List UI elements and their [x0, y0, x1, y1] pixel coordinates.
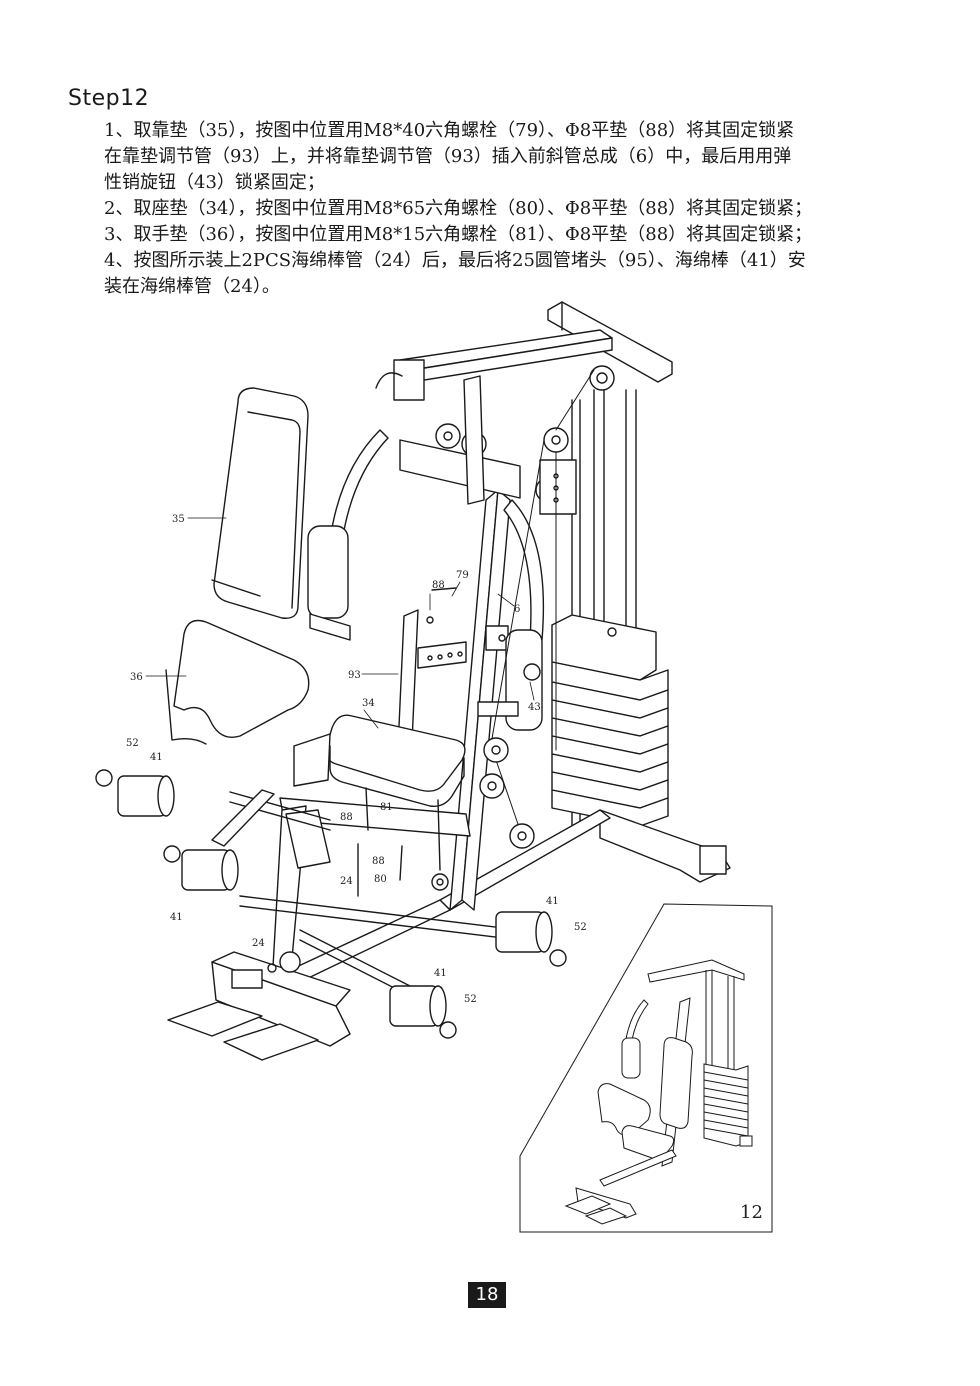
callout-80: 80: [374, 874, 387, 885]
weight-tower: [551, 389, 669, 831]
instruction-4-line-1: 4、按图所示装上2PCS海绵棒管（24）后，最后将25圆管堵头（95）、海绵棒（…: [104, 250, 806, 271]
base-frame-right: [439, 809, 731, 911]
callout-35: 35: [172, 514, 185, 525]
instruction-4-line-2: 装在海绵棒管（24）。: [104, 276, 280, 297]
callout-52-right: 52: [574, 922, 587, 933]
callout-93: 93: [348, 670, 361, 681]
top-frame: [375, 301, 673, 401]
callout-43: 43: [528, 702, 541, 713]
callout-36: 36: [130, 672, 143, 683]
lower-pulleys: [431, 737, 535, 891]
leader-lines: [145, 517, 535, 729]
callout-88-low: 88: [372, 856, 385, 867]
callout-41-left-top: 41: [150, 752, 163, 763]
callout-88-top: 88: [432, 580, 445, 591]
instruction-2-line-1: 2、取座垫（34），按图中位置用M8*65六角螺栓（80）、Φ8平垫（88）将其…: [104, 198, 813, 219]
callout-6: 6: [514, 604, 520, 615]
back-pad-adjust-tube: [397, 587, 467, 749]
instruction-1-line-3: 性销旋钮（43）锁紧固定；: [104, 172, 325, 193]
callout-81: 81: [380, 802, 393, 813]
weight-plates: [551, 661, 669, 827]
inset-step-number: 12: [740, 1202, 763, 1223]
cables: [489, 369, 595, 831]
callout-24-mid: 24: [340, 876, 353, 887]
press-arms: [307, 429, 545, 731]
foam-roller-tubes: [211, 789, 521, 997]
foam-rollers: [95, 769, 567, 1039]
front-slanted-tube: [449, 489, 511, 911]
callout-52-left: 52: [126, 738, 139, 749]
back-pad: [211, 387, 309, 619]
page-number: 18: [468, 1282, 506, 1308]
callout-41-bottom: 41: [434, 968, 447, 979]
callout-52-bottom: 52: [464, 994, 477, 1005]
seat-pad: [293, 714, 466, 807]
step-title: Step12: [68, 86, 150, 111]
instruction-1-line-2: 在靠垫调节管（93）上，并将靠垫调节管（93）插入前斜管总成（6）中，最后用用弹: [104, 146, 792, 167]
completed-machine-inset: 12: [519, 903, 773, 1233]
callout-41-left-bottom: 41: [170, 912, 183, 923]
instructions: 1、取靠垫（35），按图中位置用M8*40六角螺栓（79）、Φ8平垫（88）将其…: [104, 118, 934, 300]
callout-41-right: 41: [546, 896, 559, 907]
arm-pad: [165, 619, 310, 745]
instruction-3-line-1: 3、取手垫（36），按图中位置用M8*15六角螺栓（81）、Φ8平垫（88）将其…: [104, 224, 813, 245]
callout-88-mid: 88: [340, 812, 353, 823]
callout-labels: 35 36 34 93 88 79 6 43 52 41 81 88 88 24…: [126, 514, 587, 1005]
base-frame-left: [167, 899, 451, 1061]
assembly-drawing: 35 36 34 93 88 79 6 43 52 41 81 88 88 24…: [95, 301, 773, 1233]
instruction-1-line-1: 1、取靠垫（35），按图中位置用M8*40六角螺栓（79）、Φ8平垫（88）将其…: [104, 120, 795, 141]
callout-79: 79: [456, 570, 469, 581]
upper-pulleys: [399, 375, 577, 515]
callout-34: 34: [362, 698, 375, 709]
callout-24-low: 24: [252, 938, 265, 949]
